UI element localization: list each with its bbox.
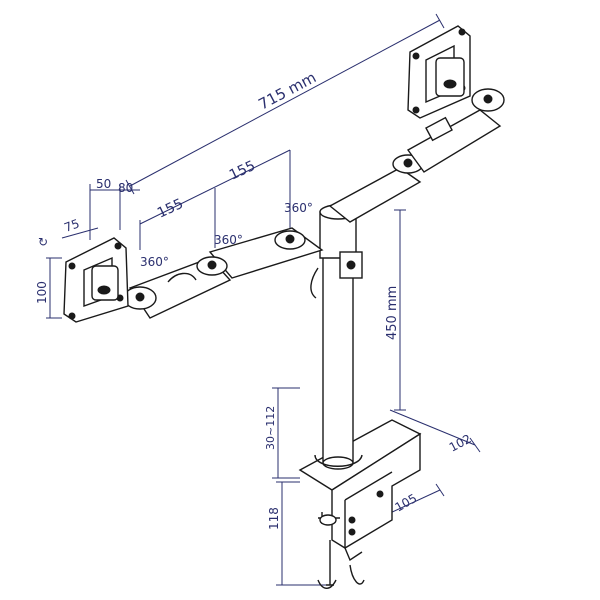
label-offset-b: 80 bbox=[118, 181, 133, 195]
pole-assembly bbox=[298, 234, 422, 589]
label-arm-segment-1: 155 bbox=[155, 196, 186, 222]
label-clamp-height: 118 bbox=[267, 507, 281, 530]
label-rotation-1: 360° bbox=[140, 255, 169, 269]
left-vesa-plate: ↻ bbox=[38, 235, 129, 323]
label-offset-a: 50 bbox=[96, 177, 111, 191]
left-arm bbox=[123, 204, 363, 319]
right-arm-segment-1 bbox=[406, 109, 502, 173]
label-arm-segment-2: 155 bbox=[227, 158, 258, 184]
label-rotation-3: 360° bbox=[284, 201, 313, 215]
label-rotation-2: 360° bbox=[214, 233, 243, 247]
rotate-arrow-left: ↻ bbox=[38, 235, 48, 249]
label-vesa-height: 100 bbox=[35, 281, 49, 304]
label-desk-thickness: 30~112 bbox=[264, 406, 277, 450]
label-clamp-depth: 105 bbox=[393, 491, 420, 515]
label-total-width: 715 mm bbox=[255, 68, 319, 113]
right-vesa-plate bbox=[407, 25, 471, 119]
right-arm bbox=[328, 88, 505, 223]
right-arm-segment-2 bbox=[328, 167, 422, 223]
label-vesa-width: 75 bbox=[62, 216, 81, 234]
label-pole-height: 450 mm bbox=[385, 286, 400, 340]
